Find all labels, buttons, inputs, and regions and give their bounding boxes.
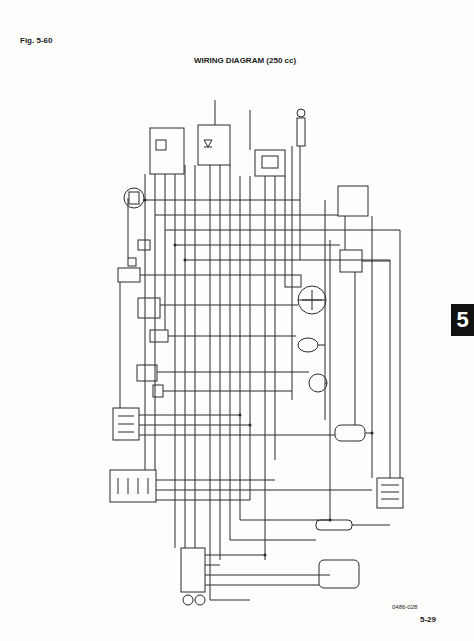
page-number: 5-29	[420, 615, 436, 624]
figure-number: Fig. 5-60	[20, 36, 52, 45]
section-number: 5	[451, 304, 474, 336]
diagram-title: WIRING DIAGRAM (250 cc)	[185, 55, 305, 66]
drawing-code: 0486-028	[392, 604, 417, 610]
